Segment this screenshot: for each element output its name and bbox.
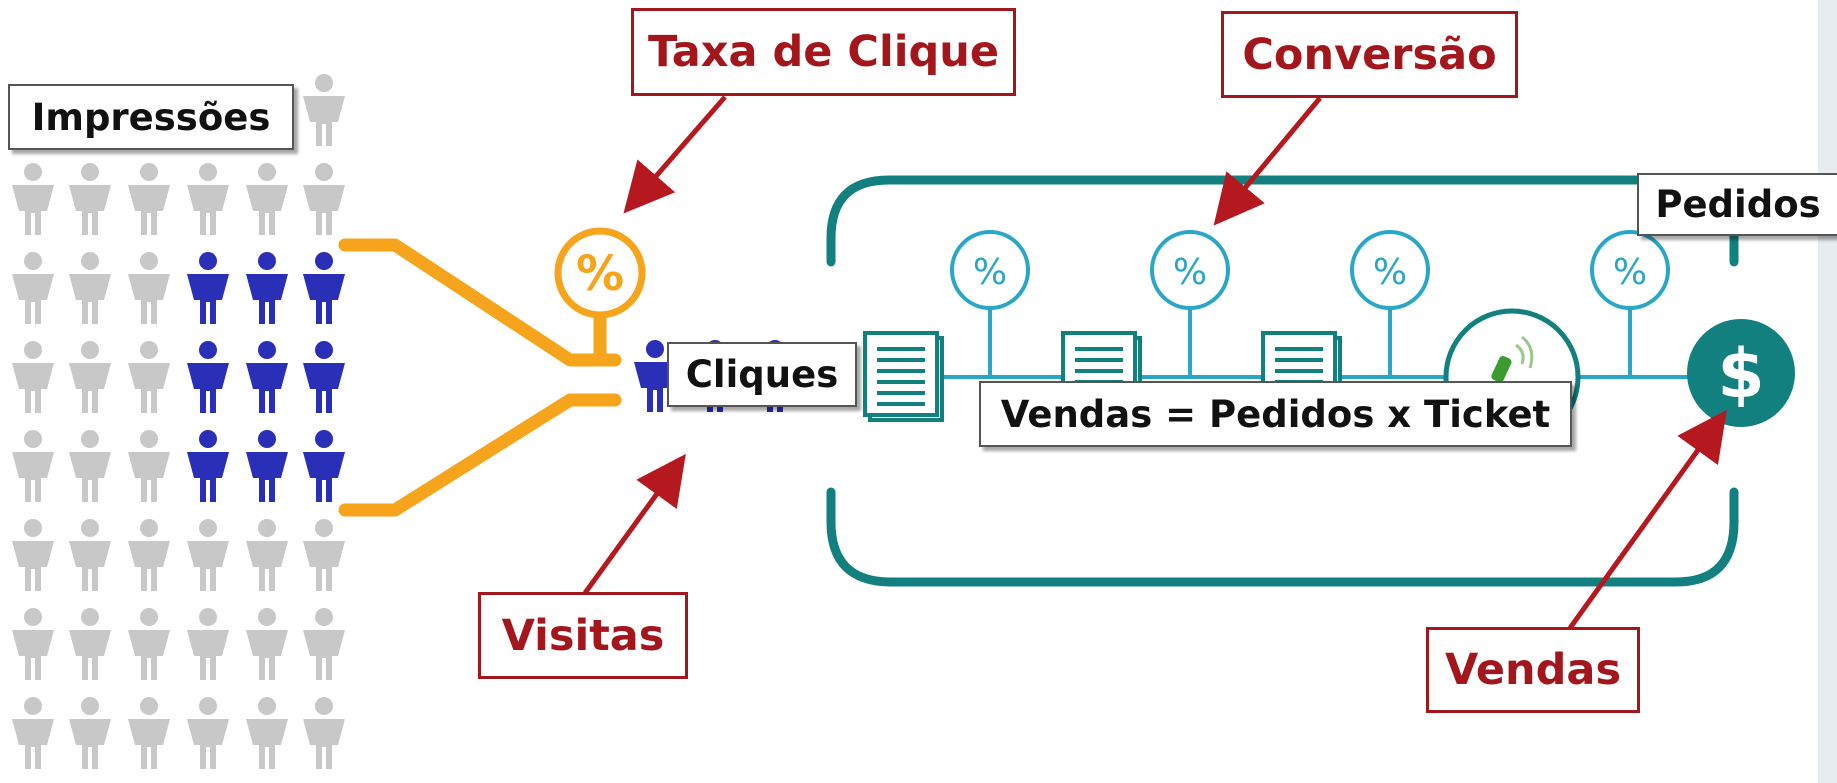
person-icon <box>128 430 170 502</box>
person-icon-highlighted <box>187 341 229 413</box>
person-icon <box>187 519 229 591</box>
person-icon-highlighted <box>187 430 229 502</box>
person-icon <box>69 163 111 235</box>
person-icon <box>303 697 345 769</box>
person-icon-highlighted <box>246 430 288 502</box>
dollar-circle <box>1687 319 1795 427</box>
person-icon <box>303 163 345 235</box>
person-icon <box>246 163 288 235</box>
person-icon <box>12 430 54 502</box>
person-icon <box>303 74 345 146</box>
person-icon-highlighted <box>187 252 229 324</box>
click-rate-badge: % <box>554 227 646 319</box>
person-icon <box>187 697 229 769</box>
person-icon <box>12 608 54 680</box>
percent-icon: % <box>576 246 624 302</box>
percent-icon: % <box>973 252 1007 293</box>
bracket-bottom <box>826 487 1739 587</box>
arrow-visitas <box>582 453 686 595</box>
funnel-upper-line <box>338 238 622 367</box>
phone-signal <box>1515 335 1534 369</box>
person-icon <box>303 519 345 591</box>
person-icon <box>128 341 170 413</box>
arrow-taxa-de-clique <box>623 95 727 214</box>
person-icon <box>187 608 229 680</box>
person-icon <box>12 697 54 769</box>
person-icon <box>246 697 288 769</box>
arrow-conversao <box>1213 96 1322 226</box>
person-icon <box>128 608 170 680</box>
percent-icon: % <box>1373 252 1407 293</box>
label-taxa-de-clique: Taxa de Clique <box>631 8 1016 96</box>
annotation-arrows <box>582 95 1727 630</box>
person-icon-highlighted <box>303 430 345 502</box>
label-impressoes: Impressões <box>8 84 294 150</box>
person-icon <box>12 163 54 235</box>
person-icon-highlighted <box>303 341 345 413</box>
conversion-rate-badge: % <box>1590 230 1670 377</box>
person-icon <box>187 163 229 235</box>
percent-circle <box>554 227 646 319</box>
label-vendas: Vendas <box>1426 627 1640 713</box>
person-icon-highlighted <box>303 252 345 324</box>
conversion-rate-badges: %%%% <box>950 230 1670 377</box>
person-icon-clicking <box>634 340 676 412</box>
person-icon <box>128 163 170 235</box>
person-icon <box>12 341 54 413</box>
click-funnel <box>338 238 622 517</box>
conversion-rate-badge: % <box>1150 230 1230 377</box>
right-edge-strip <box>1818 0 1837 783</box>
document-icon <box>863 331 944 422</box>
conversion-rate-badge: % <box>1350 230 1430 377</box>
label-conversao: Conversão <box>1221 11 1518 98</box>
person-icon <box>128 519 170 591</box>
phone-icon <box>1491 355 1512 383</box>
impressions-crowd <box>12 74 345 769</box>
dollar-icon: $ <box>1717 335 1764 414</box>
person-icon <box>69 608 111 680</box>
person-icon <box>12 252 54 324</box>
person-icon <box>303 608 345 680</box>
person-icon <box>69 519 111 591</box>
person-icon <box>69 697 111 769</box>
label-pedidos: Pedidos <box>1637 173 1837 236</box>
person-icon <box>69 252 111 324</box>
person-icon <box>12 519 54 591</box>
percent-icon: % <box>1613 252 1647 293</box>
sales-money: $ <box>1687 319 1795 427</box>
process-documents <box>863 331 1342 422</box>
person-icon <box>128 697 170 769</box>
conversion-rate-badge: % <box>950 230 1030 377</box>
person-icon-highlighted <box>246 252 288 324</box>
percent-icon: % <box>1173 252 1207 293</box>
label-vendas-formula: Vendas = Pedidos x Ticket <box>979 381 1572 447</box>
label-visitas: Visitas <box>478 592 688 679</box>
label-cliques: Cliques <box>667 342 857 407</box>
person-icon <box>128 252 170 324</box>
person-icon <box>69 430 111 502</box>
person-icon-highlighted <box>246 341 288 413</box>
person-icon <box>246 519 288 591</box>
person-icon <box>69 341 111 413</box>
arrow-vendas <box>1567 409 1727 630</box>
funnel-lower-line <box>338 393 622 517</box>
person-icon <box>246 608 288 680</box>
